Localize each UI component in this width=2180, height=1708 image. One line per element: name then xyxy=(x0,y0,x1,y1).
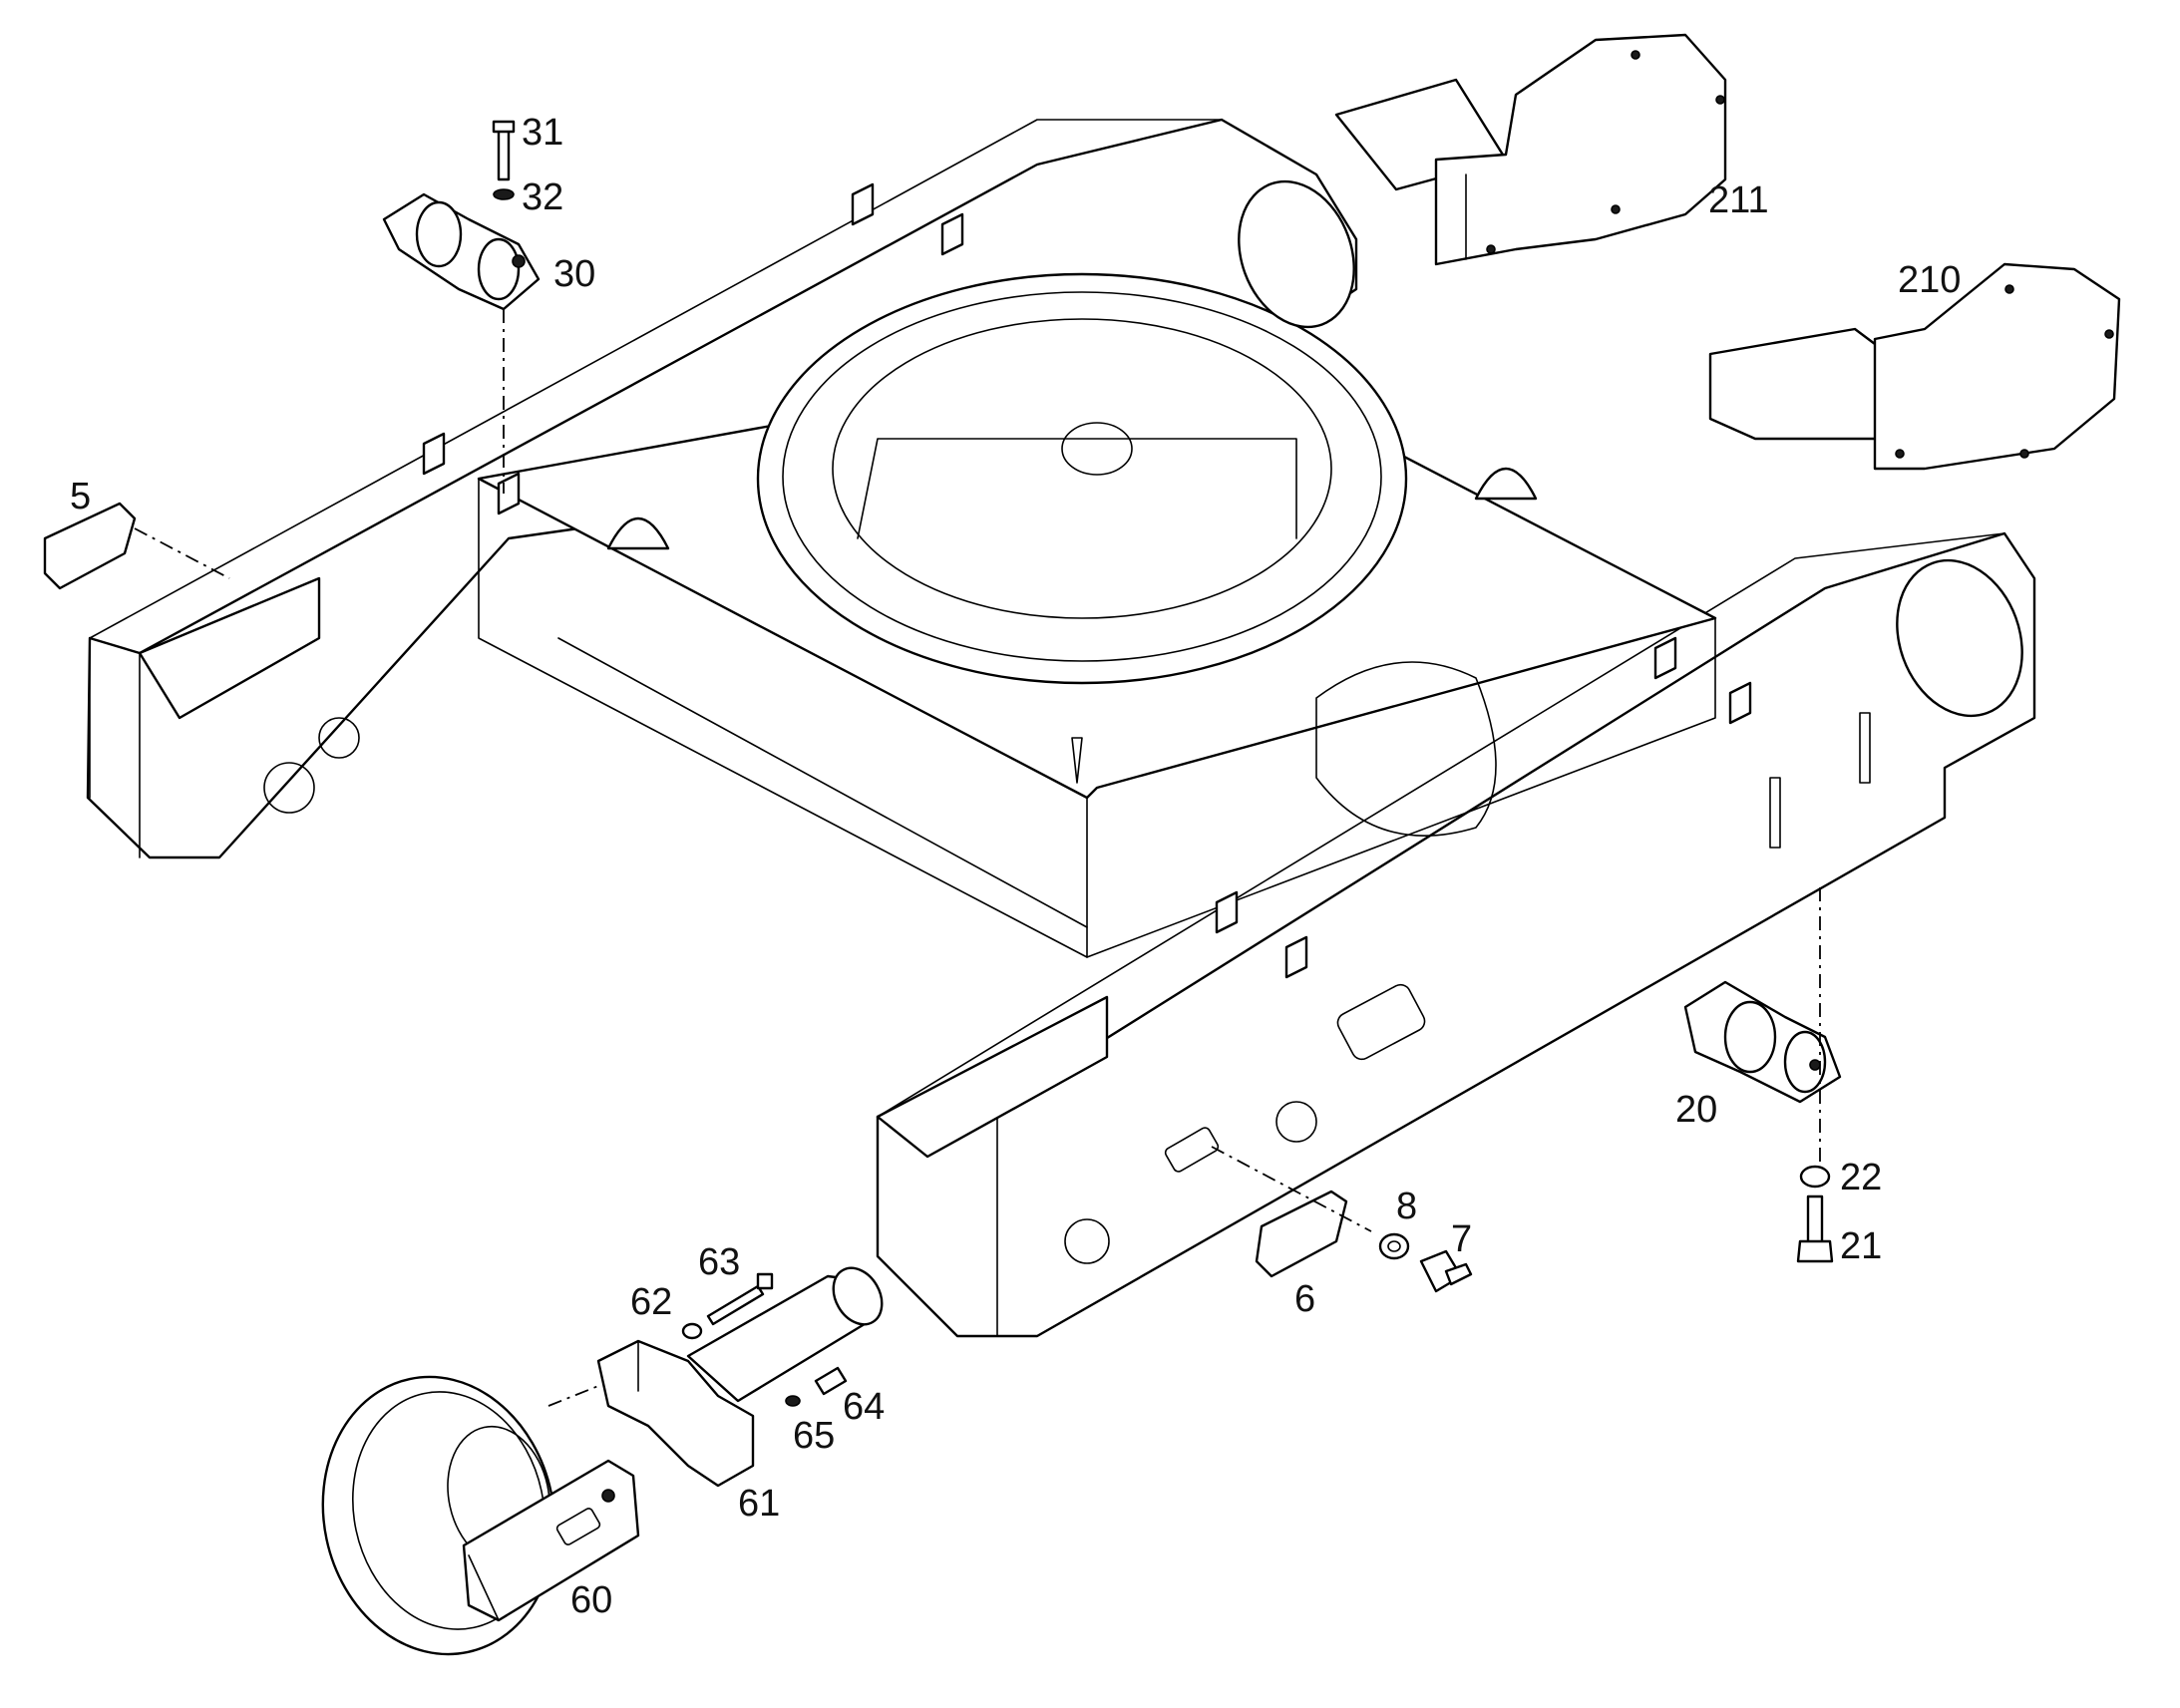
cover-plate-5 xyxy=(43,502,230,590)
tension-cylinder xyxy=(686,1266,884,1403)
callout-61: 61 xyxy=(738,1483,780,1525)
callout-5: 5 xyxy=(70,476,91,517)
track-guard-upper xyxy=(1334,33,1727,266)
bolt-31 xyxy=(492,120,516,181)
washer-22 xyxy=(1799,1165,1831,1189)
callout-30: 30 xyxy=(553,253,595,295)
washer-62 xyxy=(681,1322,703,1340)
track-guard-lower xyxy=(1708,262,2121,471)
callout-7: 7 xyxy=(1451,1218,1472,1260)
callout-31: 31 xyxy=(522,112,563,154)
washer-32 xyxy=(493,188,515,200)
grease-fitting-64 xyxy=(814,1366,848,1396)
callout-20: 20 xyxy=(1675,1089,1717,1131)
track-roller-20 xyxy=(1683,887,1842,1177)
washer-8 xyxy=(1378,1232,1410,1260)
idler-wheel-60 xyxy=(321,1375,640,1656)
callout-210: 210 xyxy=(1898,259,1961,301)
callout-211: 211 xyxy=(1708,179,1769,221)
callout-22: 22 xyxy=(1840,1157,1882,1198)
cover-plate-6 xyxy=(1211,1146,1372,1278)
bolt-7 xyxy=(1419,1249,1473,1293)
callout-32: 32 xyxy=(522,176,563,218)
bolt-21 xyxy=(1796,1195,1834,1263)
bolt-63 xyxy=(706,1272,774,1326)
callout-6: 6 xyxy=(1294,1278,1315,1320)
callout-21: 21 xyxy=(1840,1225,1882,1267)
carrier-roller-30 xyxy=(382,192,541,494)
callout-labels: 5 6 7 8 20 21 22 30 31 32 60 61 62 63 64… xyxy=(70,112,1961,1621)
callout-63: 63 xyxy=(698,1241,740,1283)
callout-65: 65 xyxy=(793,1415,835,1457)
idler-yoke-61 xyxy=(547,1339,755,1488)
track-frame xyxy=(86,118,2036,1338)
callout-8: 8 xyxy=(1396,1186,1417,1227)
callout-62: 62 xyxy=(630,1281,672,1323)
o-ring-65 xyxy=(785,1395,801,1407)
callout-60: 60 xyxy=(570,1579,612,1621)
callout-64: 64 xyxy=(843,1386,885,1428)
